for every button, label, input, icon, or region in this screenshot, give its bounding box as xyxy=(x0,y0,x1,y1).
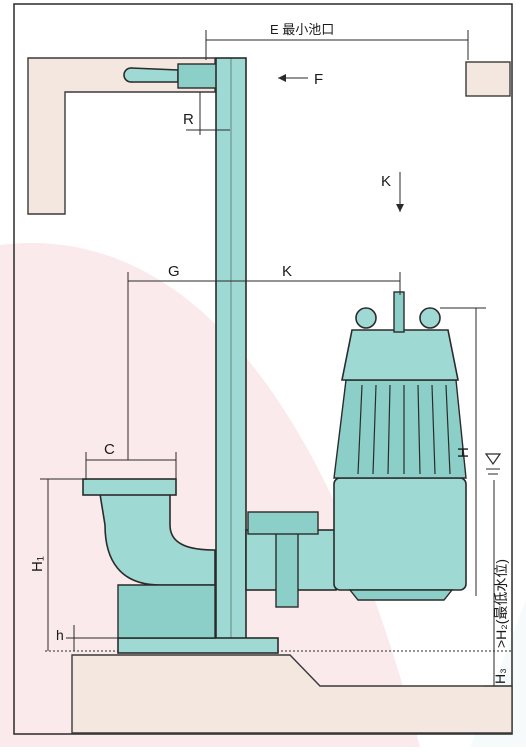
water-level-symbol xyxy=(484,453,502,466)
label-E: E 最小池口 xyxy=(270,22,334,37)
floor-concrete xyxy=(71,654,513,734)
label-F: F xyxy=(314,71,323,88)
base-plate xyxy=(117,637,279,654)
pedestal xyxy=(117,584,216,639)
label-R: R xyxy=(183,111,194,128)
discharge-flange xyxy=(82,478,177,496)
label-H3: H₃ xyxy=(492,668,508,684)
label-h: h xyxy=(56,627,64,643)
label-K-mid: K xyxy=(282,263,292,280)
label-K-top: K xyxy=(381,173,391,190)
coupling-top xyxy=(247,511,319,535)
label-H: H xyxy=(455,447,472,458)
right-concrete-block xyxy=(465,61,511,97)
rail-bracket xyxy=(123,63,221,89)
drawing-frame xyxy=(13,3,513,735)
label-G: G xyxy=(168,263,180,280)
pump xyxy=(333,291,467,601)
label-C: C xyxy=(104,441,115,458)
label-H1: H₁ xyxy=(29,556,46,572)
label-H2-min: >H₂(最低水位) xyxy=(493,559,509,648)
